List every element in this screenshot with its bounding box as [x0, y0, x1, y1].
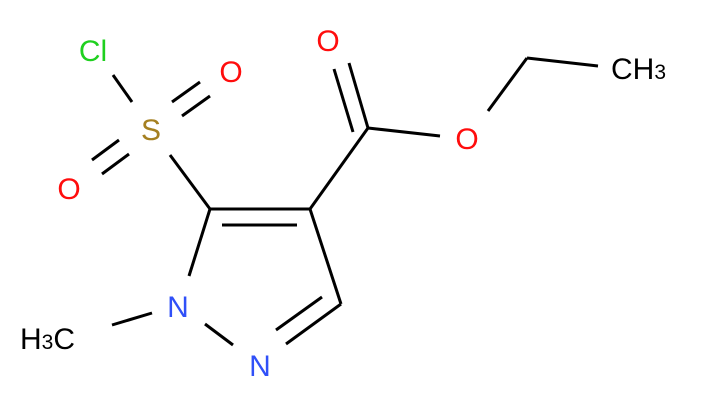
- bond-c-o-a: [347, 62, 370, 129]
- bond-n1-methyl: [111, 311, 153, 327]
- bond-c-o-b: [332, 68, 355, 133]
- atom-sulfur: S: [141, 114, 161, 147]
- atom-methyl-n: H3C: [20, 323, 75, 356]
- bonds: [91, 56, 599, 347]
- bond-ch2-ch3: [526, 56, 599, 68]
- atom-chlorine: Cl: [79, 35, 107, 68]
- atom-oxygen-carbonyl: O: [316, 25, 339, 58]
- bond-s-o1-a: [171, 80, 201, 104]
- bond-s-o2-b: [101, 152, 130, 176]
- bond-c3-n2-b: [275, 295, 323, 332]
- bond-o-ch2: [486, 57, 529, 112]
- atom-oxygen-sulfonyl-2: O: [57, 173, 80, 206]
- bond-s-c5: [168, 154, 212, 210]
- atom-oxygen-ester: O: [455, 123, 478, 156]
- bond-s-cl: [111, 74, 134, 103]
- bond-c-oester: [367, 126, 441, 138]
- bond-n1-c5: [187, 208, 212, 277]
- bond-s-o2-a: [91, 138, 120, 162]
- atoms: Cl S O O N N H3C O O CH3: [20, 25, 666, 383]
- bond-c4-ccarbonyl: [308, 127, 370, 210]
- bond-c4-c3: [308, 208, 343, 305]
- bond-n2-n1: [204, 322, 234, 347]
- atom-ethyl-ch3: CH3: [611, 53, 666, 86]
- bond-s-o1-b: [181, 94, 211, 118]
- atom-oxygen-sulfonyl-1: O: [219, 56, 242, 89]
- atom-nitrogen-1: N: [167, 291, 189, 324]
- atom-nitrogen-2: N: [249, 350, 271, 383]
- bond-c3-n2-a: [285, 302, 342, 346]
